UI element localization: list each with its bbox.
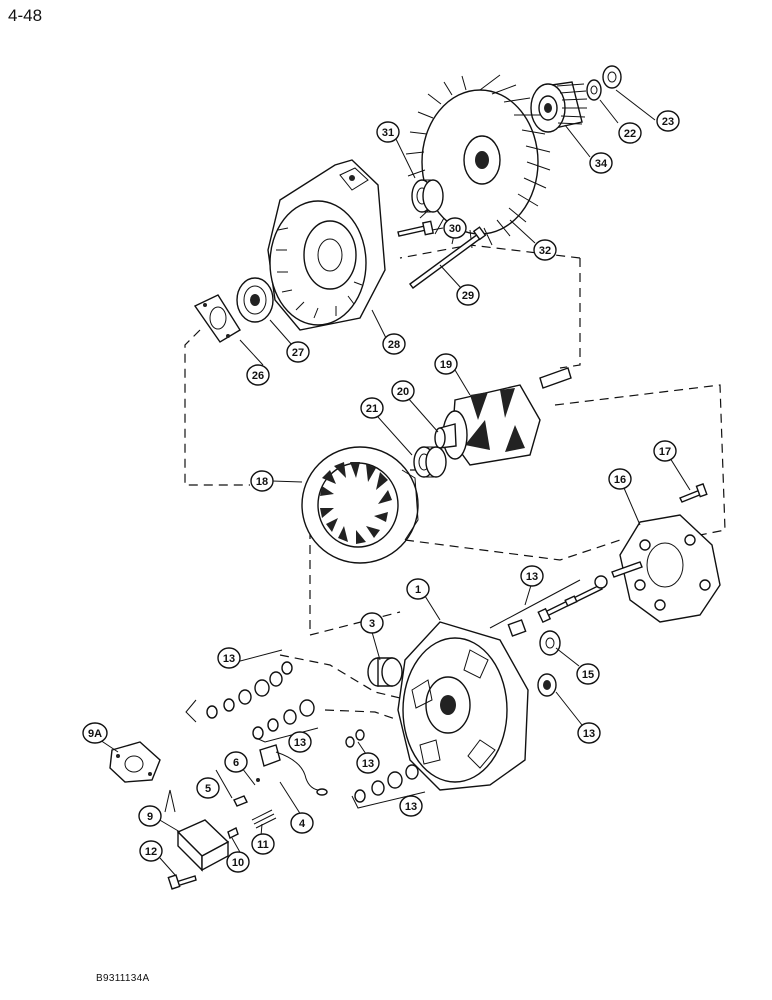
- callout-9a: 9A: [82, 722, 108, 744]
- bearing-and-retainer: [193, 277, 274, 343]
- callout-11: 11: [251, 833, 275, 855]
- callout-21-label: 21: [366, 403, 378, 415]
- callout-22: 22: [618, 122, 642, 144]
- callout-9: 9: [138, 805, 162, 827]
- callout-13-upper-left: 13: [217, 647, 241, 669]
- callout-32: 32: [533, 239, 557, 261]
- callout-34-label: 34: [595, 158, 608, 170]
- insulators: [537, 630, 561, 697]
- callout-20: 20: [391, 380, 415, 402]
- washer-stacks: [206, 661, 419, 803]
- callout-26: 26: [246, 364, 270, 386]
- callout-13-right: 13: [577, 722, 601, 744]
- spacer-31: [411, 179, 444, 213]
- callout-5: 5: [196, 777, 220, 799]
- callout-13-center: 13: [356, 752, 380, 774]
- callout-9a-label: 9A: [88, 728, 102, 740]
- callout-21: 21: [360, 397, 384, 419]
- rectifier-plate: [611, 483, 721, 623]
- callout-13-upper-left-label: 13: [223, 653, 235, 665]
- callout-16: 16: [608, 468, 632, 490]
- callout-20-label: 20: [397, 386, 409, 398]
- callout-13-middle-label: 13: [294, 737, 306, 749]
- callout-5-label: 5: [205, 783, 211, 795]
- callout-23: 23: [656, 110, 680, 132]
- callout-13-middle: 13: [288, 731, 312, 753]
- callout-12: 12: [139, 840, 163, 862]
- screws-and-bolts: [397, 220, 487, 289]
- callout-29: 29: [456, 284, 480, 306]
- callout-15-label: 15: [582, 669, 594, 681]
- callout-18: 18: [250, 470, 274, 492]
- drive-end-housing: [267, 159, 386, 331]
- callout-19: 19: [434, 353, 458, 375]
- callout-16-label: 16: [614, 474, 626, 486]
- callout-22-label: 22: [624, 128, 636, 140]
- callout-31: 31: [376, 121, 400, 143]
- callout-17: 17: [653, 440, 677, 462]
- rotor: [413, 367, 572, 478]
- figure-code: B9311134A: [96, 973, 150, 984]
- callout-19-label: 19: [440, 359, 452, 371]
- callout-6: 6: [224, 751, 248, 773]
- callout-30: 30: [443, 217, 467, 239]
- callout-13-upper-right: 13: [520, 565, 544, 587]
- callout-6-label: 6: [233, 757, 239, 769]
- regulator-assembly: [109, 741, 328, 890]
- callout-1: 1: [406, 578, 430, 600]
- callout-29-label: 29: [462, 290, 474, 302]
- callout-31-label: 31: [382, 127, 394, 139]
- callout-10-label: 10: [232, 857, 244, 869]
- callout-1-label: 1: [415, 584, 421, 596]
- callout-15: 15: [576, 663, 600, 685]
- callout-17-label: 17: [659, 446, 671, 458]
- callout-28-label: 28: [388, 339, 400, 351]
- callout-26-label: 26: [252, 370, 264, 382]
- pulley-assembly: [530, 65, 622, 133]
- terminal-bolt: [507, 575, 608, 637]
- callout-18-label: 18: [256, 476, 268, 488]
- callout-13-lower: 13: [399, 795, 423, 817]
- callout-28: 28: [382, 333, 406, 355]
- callout-4: 4: [290, 812, 314, 834]
- stator: [301, 446, 419, 564]
- callout-27-label: 27: [292, 347, 304, 359]
- callout-labels: 23 22 34 31 30 32 29 28: [82, 110, 680, 873]
- callout-12-label: 12: [145, 846, 157, 858]
- callout-4-label: 4: [299, 818, 306, 830]
- callout-9-label: 9: [147, 811, 153, 823]
- callout-27: 27: [286, 341, 310, 363]
- callout-32-label: 32: [539, 245, 551, 257]
- callout-3-label: 3: [369, 618, 375, 630]
- callout-3: 3: [360, 612, 384, 634]
- callout-23-label: 23: [662, 116, 674, 128]
- leader-lines: [99, 89, 691, 877]
- callout-10: 10: [226, 851, 250, 873]
- callout-13-upper-right-label: 13: [526, 571, 538, 583]
- callout-13-center-label: 13: [362, 758, 374, 770]
- callout-13-lower-label: 13: [405, 801, 417, 813]
- slip-ring-housing: [367, 621, 529, 791]
- callout-30-label: 30: [449, 223, 461, 235]
- callout-11-label: 11: [257, 839, 269, 851]
- callout-34: 34: [589, 152, 613, 174]
- callout-13-right-label: 13: [583, 728, 595, 740]
- fan: [405, 74, 551, 249]
- page-number: 4-48: [8, 6, 43, 25]
